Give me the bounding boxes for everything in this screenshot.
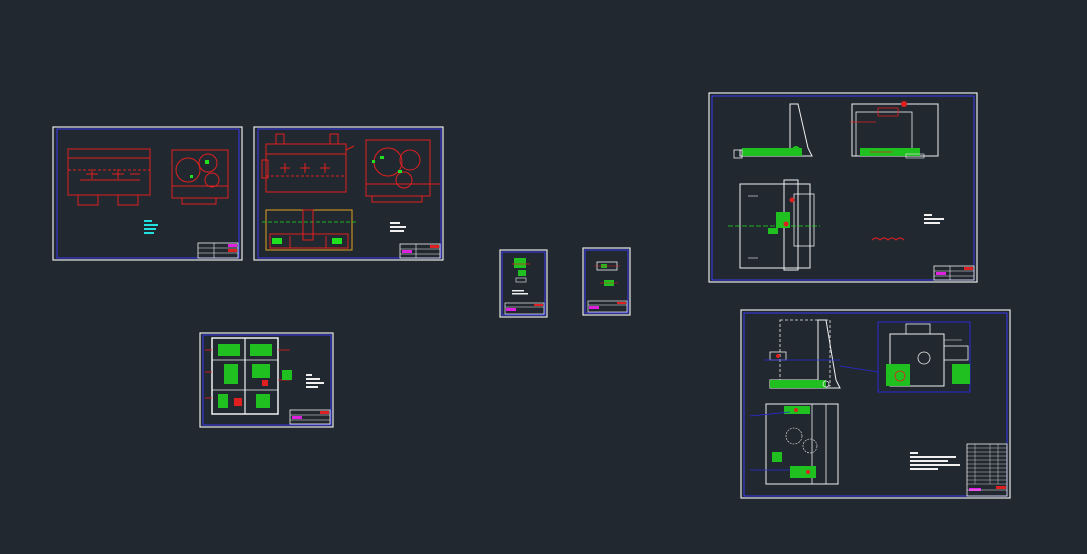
- sheet-4-inner-border: [501, 251, 546, 316]
- sheet-3-frame: [199, 332, 334, 428]
- sheet-2-green-marks: [372, 156, 402, 173]
- sheet-1-frame: [52, 126, 243, 261]
- sheet-5-title-block: [587, 300, 628, 313]
- sheet-6[interactable]: [708, 92, 978, 283]
- sheet-6-side-view: [728, 179, 820, 271]
- sheet-7-top-view: [839, 321, 971, 393]
- sheet-6-title-block: [933, 265, 975, 281]
- sheet-7-side-view: [749, 403, 839, 485]
- sheet-3-notes: [306, 374, 324, 388]
- sheet-6-frame: [708, 92, 978, 283]
- sheet-7-notes: [910, 452, 960, 470]
- sheet-1[interactable]: [52, 126, 243, 261]
- sheet-6-top-view: [850, 101, 939, 159]
- sheet-5-inner-border: [584, 249, 629, 314]
- sheet-7-inner-border: [743, 312, 1008, 497]
- sheet-1-side-view: [171, 149, 229, 205]
- sheet-5[interactable]: [582, 247, 631, 316]
- sheet-3-title-block: [289, 409, 331, 425]
- sheet-2-inner-border: [257, 128, 442, 259]
- sheet-2-section-view: [262, 209, 356, 251]
- sheet-6-front-view: [733, 103, 813, 159]
- sheet-7-front-view: [764, 319, 841, 389]
- sheet-2-notes: [390, 222, 406, 232]
- sheet-1-front-view: [67, 148, 151, 206]
- sheet-1-inner-border: [56, 128, 240, 259]
- sheet-6-inner-border: [711, 95, 975, 281]
- sheet-2-frame: [253, 126, 444, 261]
- sheet-6-notes: [871, 214, 944, 241]
- sheet-3[interactable]: [199, 332, 334, 428]
- sheet-7-bom-table: [966, 443, 1008, 497]
- sheet-4-part: [512, 258, 530, 283]
- sheet-5-part: [594, 261, 620, 286]
- sheet-3-schematic: [205, 337, 292, 415]
- sheet-2[interactable]: [253, 126, 444, 261]
- sheet-4-title-block: [504, 302, 545, 315]
- sheet-3-inner-border: [202, 334, 332, 426]
- sheet-1-title-block: [197, 242, 239, 259]
- sheet-4-frame: [499, 249, 548, 318]
- sheet-1-green-marks: [190, 160, 209, 178]
- sheet-4-notes: [512, 290, 528, 295]
- sheet-7[interactable]: [740, 309, 1011, 499]
- sheet-1-notes: [144, 220, 158, 234]
- sheet-7-frame: [740, 309, 1011, 499]
- sheet-2-front-view: [261, 133, 355, 193]
- sheet-5-frame: [582, 247, 631, 316]
- sheet-2-title-block: [399, 243, 441, 259]
- sheet-4[interactable]: [499, 249, 548, 318]
